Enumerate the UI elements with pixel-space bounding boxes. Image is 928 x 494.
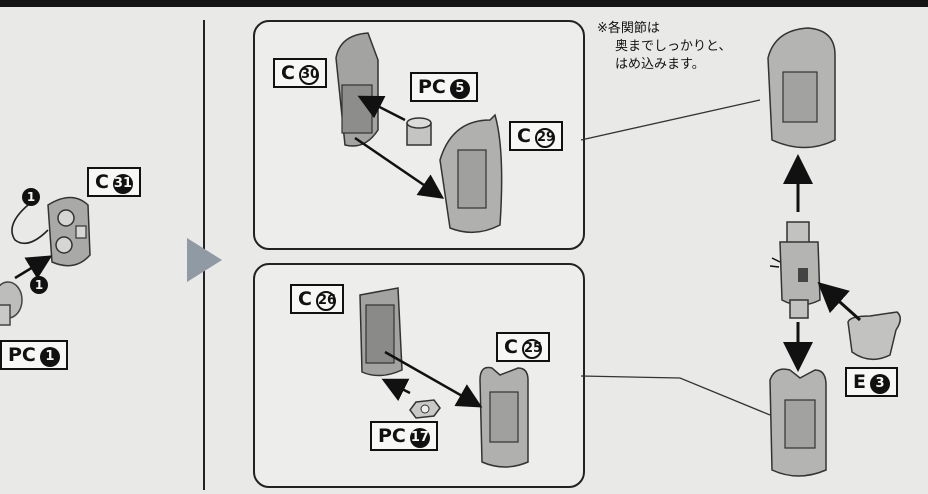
e3-insert-arrow (817, 281, 862, 322)
c30-part-icon (335, 32, 379, 147)
pc1-insert-arrow (14, 255, 53, 280)
pc17-part-icon (409, 399, 441, 419)
note-line-2: 奥までしっかりと、 (615, 39, 732, 54)
c25-part-icon (479, 366, 529, 468)
c29-part-icon (439, 113, 503, 234)
pc5-insert-arrow (357, 95, 406, 122)
note-line-3: はめ込みます。 (615, 57, 705, 72)
pc5-part-icon (406, 117, 432, 146)
insertion-wire (11, 204, 49, 245)
assembly-note: ※各関節は 奥までしっかりと、 はめ込みます。 (597, 20, 731, 74)
assembled-upper-part-icon (767, 27, 836, 149)
upper-leader-line (580, 99, 761, 141)
c31-part-icon (47, 196, 91, 267)
marker-bottom: 1 (30, 276, 48, 294)
marker-top: 1 (22, 188, 40, 206)
pc17-insert-arrow (381, 378, 411, 402)
next-step-arrow-icon (187, 238, 222, 282)
assembled-lower-part-icon (769, 368, 827, 477)
joint-part-icon (769, 221, 821, 319)
note-line-1: ※各関節は (597, 21, 660, 36)
top-border (0, 0, 928, 7)
pc1-part-icon (0, 281, 23, 326)
c26-part-icon (359, 287, 403, 377)
lower-leader-line (580, 375, 771, 416)
c25-join-arrow (384, 350, 483, 408)
c29-join-arrow (354, 136, 445, 199)
e3-part-icon (847, 311, 901, 361)
